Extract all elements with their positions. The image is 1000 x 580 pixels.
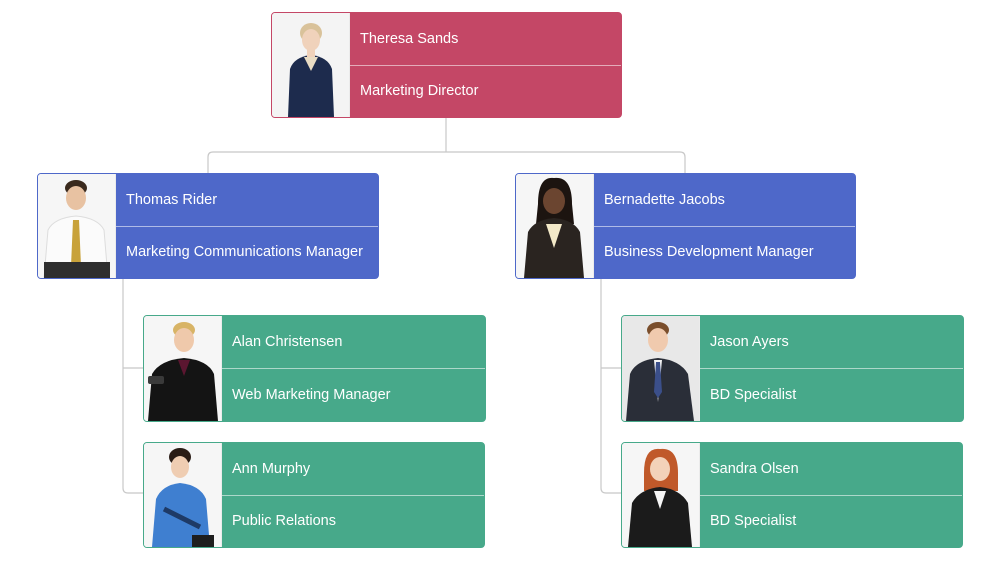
man-portrait-icon	[38, 174, 116, 278]
connector-root-to-managers	[207, 117, 686, 173]
card-name: Ann Murphy	[222, 443, 484, 496]
org-card-thomas-rider[interactable]: Thomas Rider Marketing Communications Ma…	[37, 173, 379, 279]
card-title: BD Specialist	[710, 387, 797, 403]
woman-portrait-icon	[144, 443, 222, 547]
org-card-sandra-olsen[interactable]: Sandra Olsen BD Specialist	[621, 442, 963, 548]
man-portrait-icon	[144, 316, 222, 421]
org-card-jason-ayers[interactable]: Jason Ayers BD Specialist	[621, 315, 964, 422]
card-name: Bernadette Jacobs	[594, 174, 855, 227]
card-name: Thomas Rider	[116, 174, 378, 227]
connector-bernadette-reports	[600, 279, 621, 494]
woman-portrait-icon	[516, 174, 594, 278]
org-card-alan-christensen[interactable]: Alan Christensen Web Marketing Manager	[143, 315, 486, 422]
card-title: Marketing Director	[360, 83, 479, 100]
connector-thomas-reports	[122, 278, 143, 494]
card-title: Marketing Communications Manager	[126, 244, 363, 261]
man-portrait-icon	[622, 316, 700, 421]
woman-portrait-icon	[272, 13, 350, 117]
card-title: Web Marketing Manager	[232, 387, 391, 403]
woman-portrait-icon	[622, 443, 700, 547]
card-name: Alan Christensen	[222, 316, 485, 369]
org-card-ann-murphy[interactable]: Ann Murphy Public Relations	[143, 442, 485, 548]
org-card-theresa-sands[interactable]: Theresa Sands Marketing Director	[271, 12, 622, 118]
card-title: BD Specialist	[710, 513, 797, 530]
card-name: Sandra Olsen	[700, 443, 962, 496]
card-title: Business Development Manager	[604, 244, 814, 261]
card-name: Jason Ayers	[700, 316, 963, 369]
org-card-bernadette-jacobs[interactable]: Bernadette Jacobs Business Development M…	[515, 173, 856, 279]
card-title: Public Relations	[232, 513, 336, 530]
card-name: Theresa Sands	[350, 13, 621, 66]
